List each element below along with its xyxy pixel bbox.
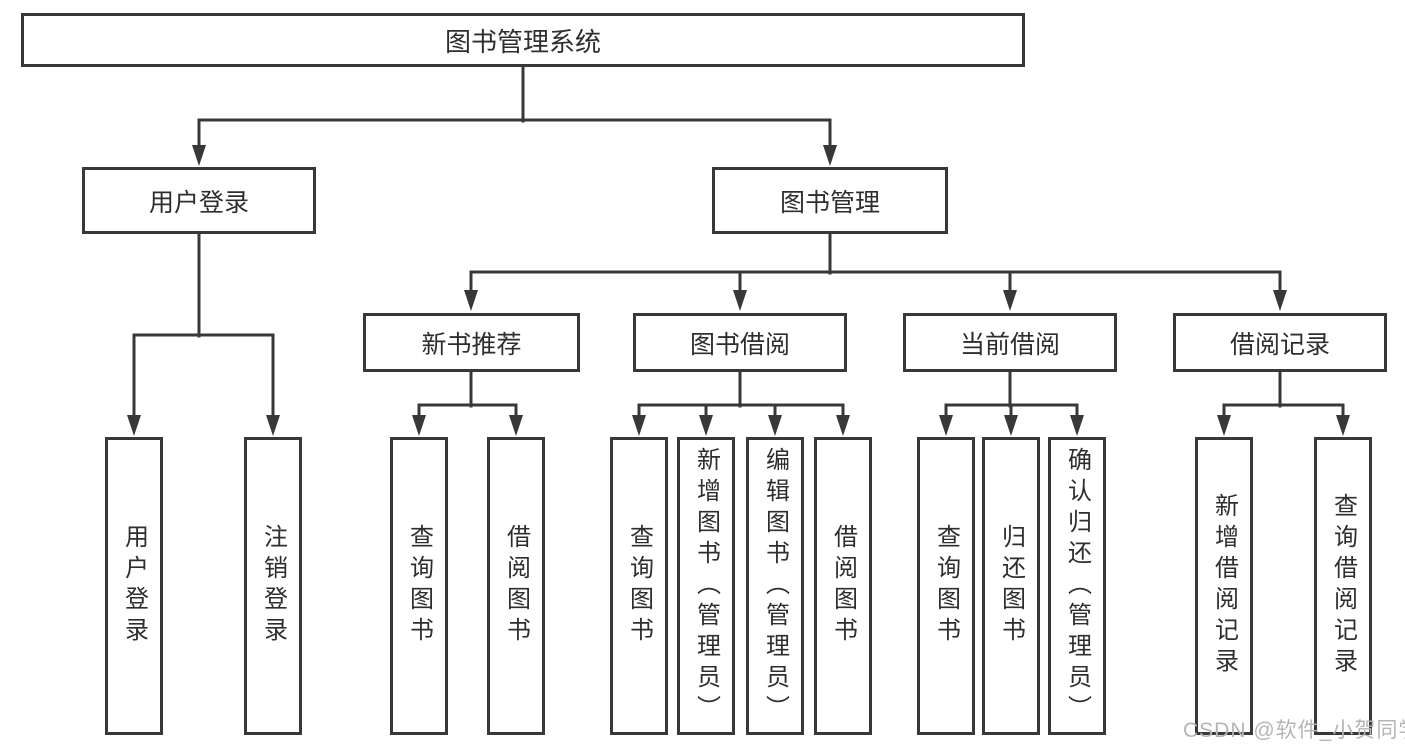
node-bb-borrow-books: 借阅图书 [814, 437, 872, 735]
node-rec-borrow-books: 借阅图书 [487, 437, 545, 735]
node-current-borrowing: 当前借阅 [903, 313, 1117, 372]
csdn-watermark: CSDN @软件_小贺同学 [1183, 719, 1405, 742]
node-root: 图书管理系统 [21, 13, 1025, 67]
node-cb-query-books: 查询图书 [917, 437, 975, 735]
node-logout: 注销登录 [244, 437, 302, 735]
node-br-query-record: 查询借阅记录 [1314, 437, 1372, 735]
node-book-management-module: 图书管理 [712, 167, 948, 234]
node-login: 用户登录 [105, 437, 163, 735]
node-book-borrowing: 图书借阅 [633, 313, 847, 372]
node-bb-query-books: 查询图书 [610, 437, 668, 735]
node-borrowing-records: 借阅记录 [1173, 313, 1387, 372]
node-br-add-record: 新增借阅记录 [1195, 437, 1253, 735]
node-cb-return-books: 归还图书 [982, 437, 1040, 735]
node-new-book-recommend: 新书推荐 [363, 313, 580, 372]
node-bb-edit-books-admin: 编辑图书（管理员） [746, 437, 804, 735]
node-bb-add-books-admin: 新增图书（管理员） [677, 437, 735, 735]
node-user-login-module: 用户登录 [82, 167, 316, 234]
node-cb-confirm-return-admin: 确认归还（管理员） [1048, 437, 1106, 735]
node-rec-query-books: 查询图书 [390, 437, 448, 735]
